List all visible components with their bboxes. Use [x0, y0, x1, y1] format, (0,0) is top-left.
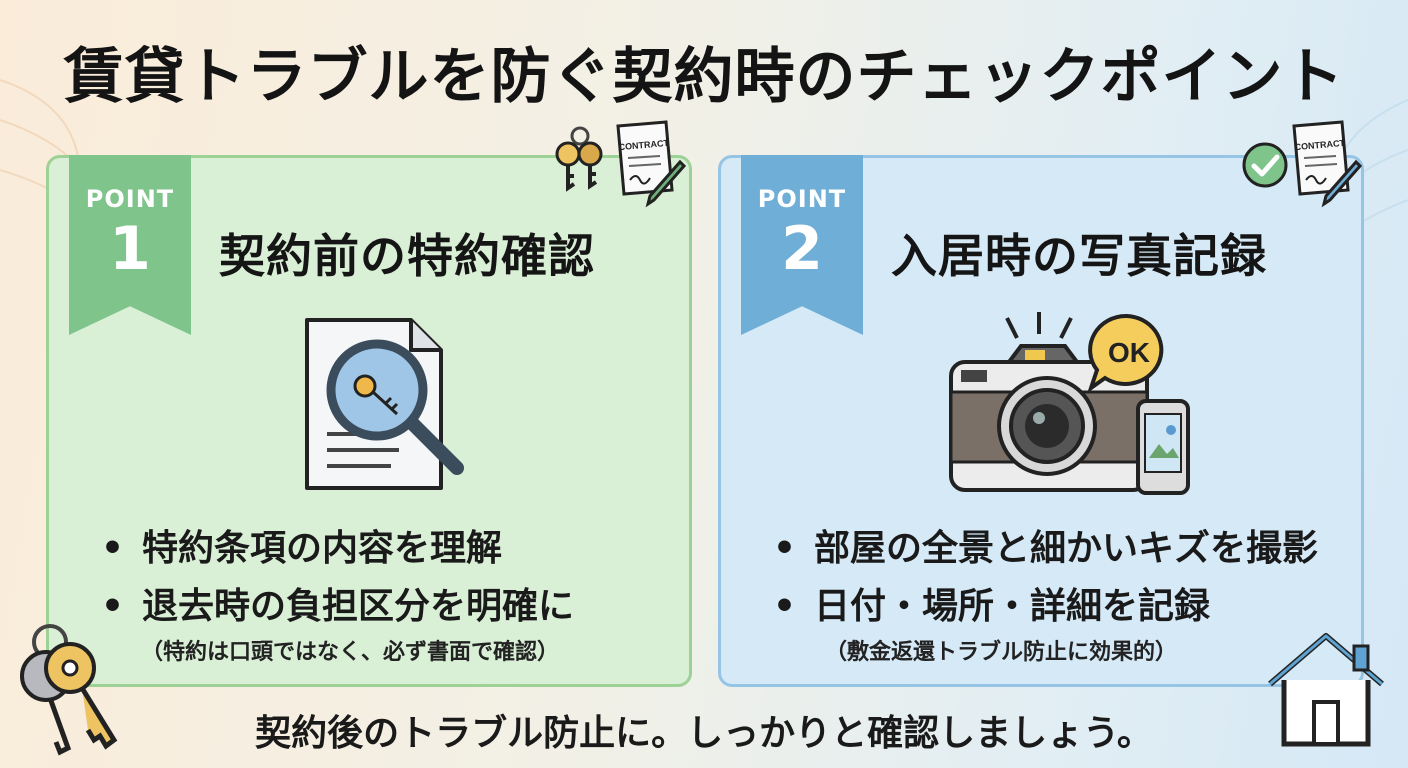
point-note: （敷金返還トラブル防止に効果的） — [825, 640, 1178, 665]
point-bullets-1: 特約条項の内容を理解 退去時の負担区分を明確に — [101, 520, 574, 636]
bullet-item: 特約条項の内容を理解 — [101, 520, 574, 578]
point-card-1: POINT 1 契約前の特約確認 特約条項の内容を理解 退去時の負担区分を明確に… — [46, 155, 692, 687]
point-bullets-2: 部屋の全景と細かいキズを撮影 日付・場所・詳細を記録 — [773, 520, 1318, 636]
point-ribbon-2: POINT 2 — [741, 155, 863, 335]
point-card-2: POINT 2 入居時の写真記録 OK 部屋の全景と細かいキズを撮影 日付・場所… — [718, 155, 1364, 687]
point-note: （特約は口頭ではなく、必ず書面で確認） — [141, 640, 560, 665]
point-number: 1 — [109, 214, 151, 284]
point-label: POINT — [85, 185, 175, 213]
house-icon — [1268, 633, 1384, 747]
keys-icon — [555, 126, 603, 192]
bullet-item: 退去時の負担区分を明確に — [101, 578, 574, 636]
point-ribbon-1: POINT 1 — [69, 155, 191, 335]
smartphone-icon — [1136, 399, 1190, 495]
page-title: 賃貸トラブルを防ぐ契約時のチェックポイント — [63, 42, 1345, 112]
camera-icon — [949, 312, 1149, 492]
point-heading: 入居時の写真記録 — [891, 229, 1267, 283]
contract-document-icon: CONTRACT — [1292, 120, 1363, 208]
contract-text: CONTRACT — [618, 138, 670, 152]
footer-message: 契約後のトラブル防止に。しっかりと確認しましょう。 — [255, 713, 1153, 754]
point-label: POINT — [757, 185, 847, 213]
bullet-item: 日付・場所・詳細を記録 — [773, 578, 1318, 636]
point-heading: 契約前の特約確認 — [219, 229, 595, 283]
contract-text: CONTRACT — [1294, 138, 1346, 152]
point-number: 2 — [781, 214, 823, 284]
document-search-icon — [305, 318, 464, 490]
ok-badge-text: OK — [1108, 337, 1150, 368]
contract-document-icon: CONTRACT — [616, 120, 687, 208]
check-circle-icon — [1242, 142, 1288, 188]
ok-badge-icon: OK — [1087, 313, 1164, 392]
keys-icon — [20, 624, 118, 756]
bullet-item: 部屋の全景と細かいキズを撮影 — [773, 520, 1318, 578]
